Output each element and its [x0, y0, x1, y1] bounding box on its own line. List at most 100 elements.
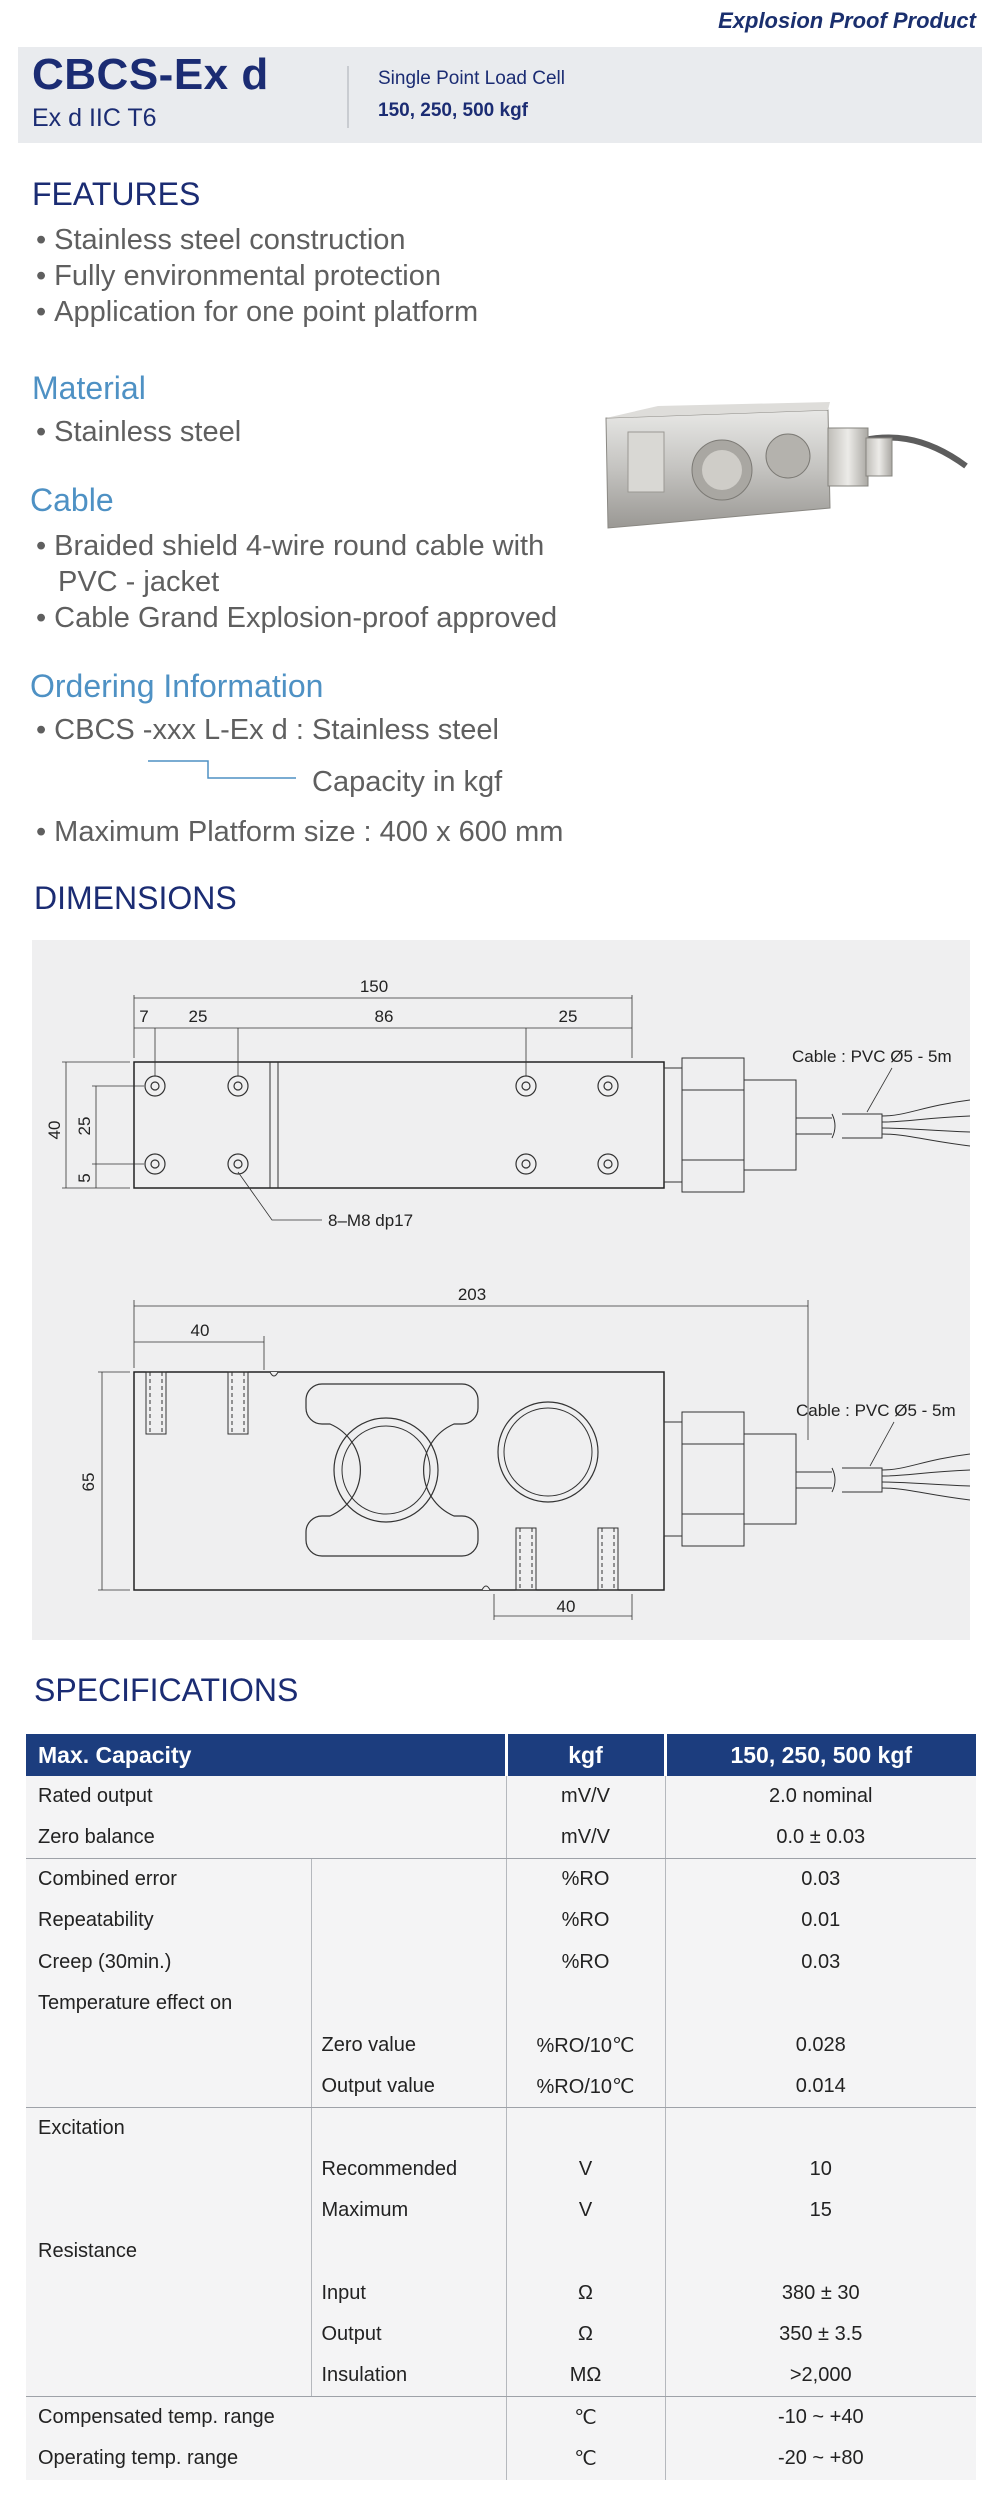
spec-unit-cell: Ω: [506, 2314, 666, 2356]
spec-param-cell: Operating temp. range: [26, 2438, 506, 2480]
cable-callout-top: Cable : PVC Ø5 - 5m: [792, 1047, 952, 1066]
spec-subparam-cell: [311, 2107, 507, 2149]
dim-7: 7: [139, 1007, 148, 1026]
table-row: Compensated temp. range℃-10 ~ +40: [26, 2396, 976, 2439]
load-cell-photo: [605, 402, 968, 529]
ordering-pointer-line: [148, 760, 296, 779]
spec-subparam-cell: Recommended: [311, 2148, 507, 2190]
feature-item: •Stainless steel construction: [36, 224, 406, 256]
spec-subparam-cell: Input: [311, 2272, 507, 2315]
spec-param-cell: [26, 2314, 312, 2356]
dim-86: 86: [375, 1007, 394, 1026]
spec-value-cell: >2,000: [665, 2355, 976, 2398]
spec-value-cell: [665, 1982, 976, 2025]
spec-unit-cell: mV/V: [505, 1817, 666, 1860]
table-row: Excitation: [26, 2107, 976, 2149]
spec-subparam-cell: [311, 1982, 507, 2025]
material-list: •Stainless steel: [36, 414, 241, 450]
feature-item: •Fully environmental protection: [36, 260, 442, 292]
spec-param-cell: [26, 2148, 312, 2190]
spec-unit-cell: %RO: [506, 1941, 666, 1983]
spec-param-cell: [26, 2272, 312, 2315]
spec-value-cell: 15: [665, 2189, 976, 2232]
spec-unit-cell: MΩ: [506, 2355, 666, 2398]
spec-value-cell: 0.014: [665, 2065, 976, 2108]
capacity-summary: 150, 250, 500 kgf: [378, 100, 528, 121]
ordering-heading: Ordering Information: [30, 668, 324, 704]
cable-list: •Braided shield 4-wire round cable with …: [36, 528, 557, 636]
dim-height-25: 25: [75, 1117, 94, 1136]
dim-side-overall: 203: [458, 1285, 486, 1304]
spec-value-cell: 0.03: [665, 1858, 976, 1901]
spec-value-cell: 0.028: [665, 2024, 976, 2066]
dim-25-right: 25: [559, 1007, 578, 1026]
spec-param-cell: Repeatability: [26, 1900, 312, 1942]
spec-value-cell: 2.0 nominal: [665, 1776, 976, 1818]
spec-unit-cell: [506, 1982, 666, 2025]
col-header-capacity: Max. Capacity: [26, 1734, 508, 1776]
dim-height-40: 40: [45, 1121, 64, 1140]
dimension-drawing: 150 7 25 86 25 40 25 5 8–M8 dp17 Cable :…: [45, 977, 971, 1620]
ordering-code: •CBCS -xxx L-Ex d : Stainless steel: [36, 714, 499, 746]
spec-value-cell: [665, 2107, 976, 2149]
ordering-capacity-note: Capacity in kgf: [312, 766, 503, 798]
ordering-platform: •Maximum Platform size : 400 x 600 mm: [36, 816, 564, 848]
material-heading: Material: [32, 370, 146, 406]
col-header-value: 150, 250, 500 kgf: [665, 1734, 976, 1776]
dim-height-5: 5: [75, 1173, 94, 1182]
spec-unit-cell: mV/V: [505, 1776, 666, 1818]
header-bar: [18, 47, 982, 143]
spec-param-cell: Compensated temp. range: [26, 2396, 506, 2439]
model-name: CBCS-Ex d: [32, 50, 269, 99]
col-header-unit: kgf: [506, 1734, 667, 1776]
spec-subparam-cell: Zero value: [311, 2024, 507, 2066]
spec-unit-cell: ℃: [505, 2396, 666, 2439]
spec-header-row: Max. Capacity kgf 150, 250, 500 kgf: [26, 1734, 976, 1776]
spec-unit-cell: %RO: [506, 1858, 666, 1901]
spec-value-cell: [665, 2231, 976, 2273]
dim-side-40-bottom: 40: [557, 1597, 576, 1616]
table-row: Resistance: [26, 2231, 976, 2273]
spec-param-cell: Combined error: [26, 1858, 312, 1901]
feature-item: •Application for one point platform: [36, 296, 479, 328]
specifications-table: Max. Capacity kgf 150, 250, 500 kgf Rate…: [26, 1734, 976, 2480]
spec-unit-cell: %RO/10℃: [506, 2024, 666, 2066]
spec-param-cell: Rated output: [26, 1776, 506, 1818]
spec-unit-cell: %RO/10℃: [506, 2065, 666, 2108]
spec-param-cell: Resistance: [26, 2231, 312, 2273]
product-category: Explosion Proof Product: [718, 8, 976, 33]
spec-subparam-cell: [311, 2231, 507, 2273]
spec-subparam-cell: Output value: [311, 2065, 507, 2108]
side-view: 203 40 65 40 Cable : PVC Ø5 - 5m: [79, 1285, 971, 1620]
spec-value-cell: -10 ~ +40: [665, 2396, 976, 2439]
table-row: Temperature effect on: [26, 1982, 976, 2025]
spec-param-cell: [26, 2065, 312, 2108]
spec-unit-cell: ℃: [505, 2438, 666, 2480]
spec-unit-cell: [506, 2107, 666, 2149]
top-view: 150 7 25 86 25 40 25 5 8–M8 dp17 Cable :…: [45, 977, 971, 1230]
dim-25-left: 25: [189, 1007, 208, 1026]
cable-heading: Cable: [30, 482, 114, 518]
spec-unit-cell: Ω: [506, 2272, 666, 2315]
spec-subparam-cell: Maximum: [311, 2189, 507, 2232]
spec-param-cell: [26, 2024, 312, 2066]
spec-subparam-cell: [311, 1941, 507, 1983]
spec-unit-cell: V: [506, 2189, 666, 2232]
spec-param-cell: [26, 2355, 312, 2398]
spec-value-cell: 380 ± 30: [665, 2272, 976, 2315]
holes-callout: 8–M8 dp17: [328, 1211, 413, 1230]
header-divider: [347, 66, 349, 128]
cable-item-cont: PVC - jacket: [58, 566, 220, 598]
dim-overall-length: 150: [360, 977, 388, 996]
